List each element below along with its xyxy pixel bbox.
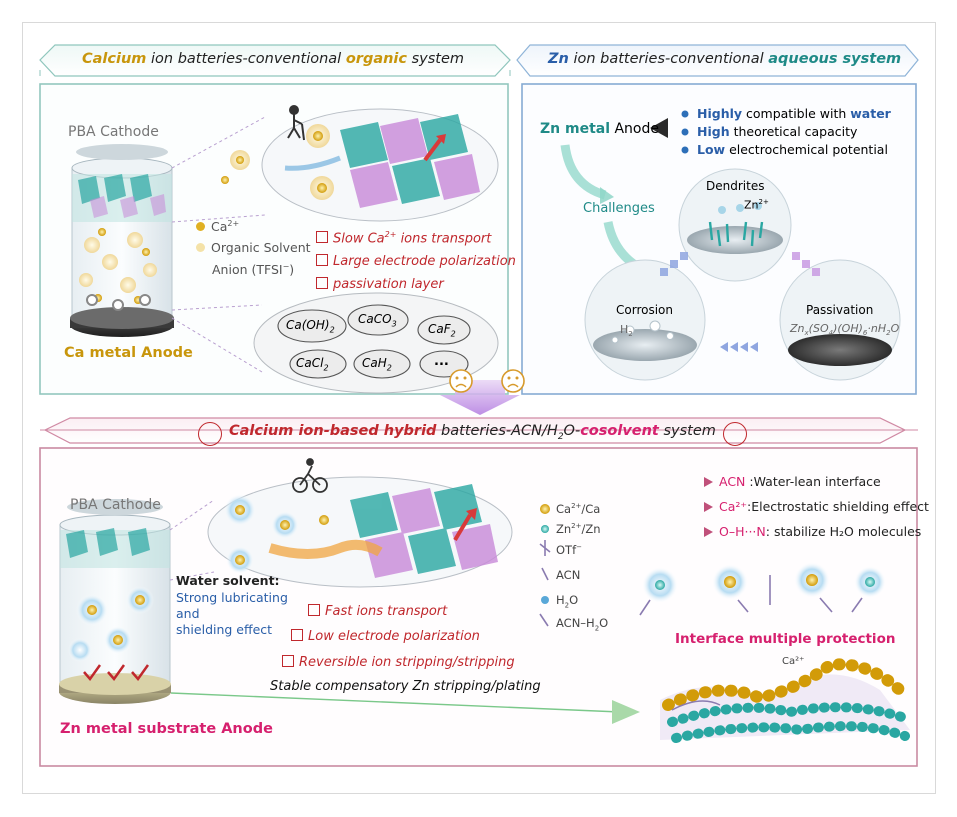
figure-frame	[22, 22, 936, 794]
problem-polarization: Large electrode polarization	[316, 253, 516, 269]
zn-anode-label: Zn metal Anode	[540, 121, 659, 137]
smile-face-right	[723, 422, 747, 446]
water-solvent-line2: and	[176, 606, 200, 621]
legend-zn: Zn2+/Zn	[556, 522, 601, 536]
bullet-potential: Low electrochemical potential	[697, 142, 888, 157]
species-caco3: CaCO3	[358, 312, 397, 329]
smile-face-left	[198, 422, 222, 446]
pba-cathode-label: PBA Cathode	[68, 124, 159, 140]
bullet-compatible: Highly compatible with water	[697, 106, 891, 121]
h2-label: H2	[620, 323, 633, 339]
legend-ca-ion: Ca2+	[196, 219, 239, 234]
water-solvent-line3: shielding effect	[176, 622, 273, 637]
benefit-low-polarization: Low electrode polarization	[291, 628, 480, 644]
problem-slow-transport: Slow Ca2+ ions transport	[316, 230, 491, 246]
interface-protection-label: Interface multiple protection	[675, 631, 896, 647]
water-solvent-title: Water solvent:	[176, 573, 280, 588]
species-more: ...	[434, 354, 449, 369]
mech-acn: ACN :Water-lean interface	[719, 474, 881, 489]
benefit-fast-transport: Fast ions transport	[308, 603, 447, 619]
species-cacl2: CaCl2	[296, 356, 329, 373]
ca-anode-label: Ca metal Anode	[64, 345, 193, 361]
species-caoh2: Ca(OH)2	[286, 318, 335, 335]
mech-ca-shielding: Ca²⁺:Electrostatic shielding effect	[719, 499, 929, 514]
species-caf2: CaF2	[428, 322, 456, 339]
benefit-reversible: Reversible ion stripping/stripping	[282, 654, 515, 670]
mech-hbond: O–H···N: stabilize H₂O molecules	[719, 524, 922, 539]
problem-passivation: passivation layer	[316, 276, 444, 292]
water-solvent-line1: Strong lubricating	[176, 590, 288, 605]
title-hybrid-cosolvent: Calcium ion-based hybrid batteries-ACN/H…	[229, 423, 716, 442]
legend-ca: Ca2+/Ca	[556, 502, 601, 516]
legend-acn-h2o: ACN–H2O	[556, 616, 609, 633]
bullet-capacity: High theoretical capacity	[697, 124, 858, 139]
zn-substrate-anode-label: Zn metal substrate Anode	[60, 721, 273, 737]
species-cah2: CaH2	[362, 356, 392, 373]
stable-plating-label: Stable compensatory Zn stripping/plating	[270, 679, 541, 694]
legend-h2o: H2O	[556, 593, 579, 610]
title-calcium-organic: Calcium ion batteries-conventional organ…	[82, 51, 465, 67]
legend-anion-tfsi: Anion (TFSI−)	[212, 262, 295, 278]
title-zinc-aqueous: Zn ion batteries-conventional aqueous sy…	[548, 51, 902, 67]
legend-organic-solvent: Organic Solvent	[196, 240, 311, 255]
corrosion-label: Corrosion	[616, 303, 673, 317]
interface-ca-ion: Ca²⁺	[782, 656, 805, 667]
challenges-label: Challenges	[583, 201, 655, 216]
passivation-label: Passivation	[806, 303, 874, 317]
passivation-formula: Znx(SO4)(OH)6·nH2O	[790, 322, 900, 338]
zn-ion-label: Zn2+	[744, 198, 769, 212]
dendrites-label: Dendrites	[706, 179, 765, 193]
pba-cathode-label-bottom: PBA Cathode	[70, 497, 161, 513]
legend-acn: ACN	[556, 568, 581, 582]
legend-otf: OTf−	[556, 543, 582, 557]
